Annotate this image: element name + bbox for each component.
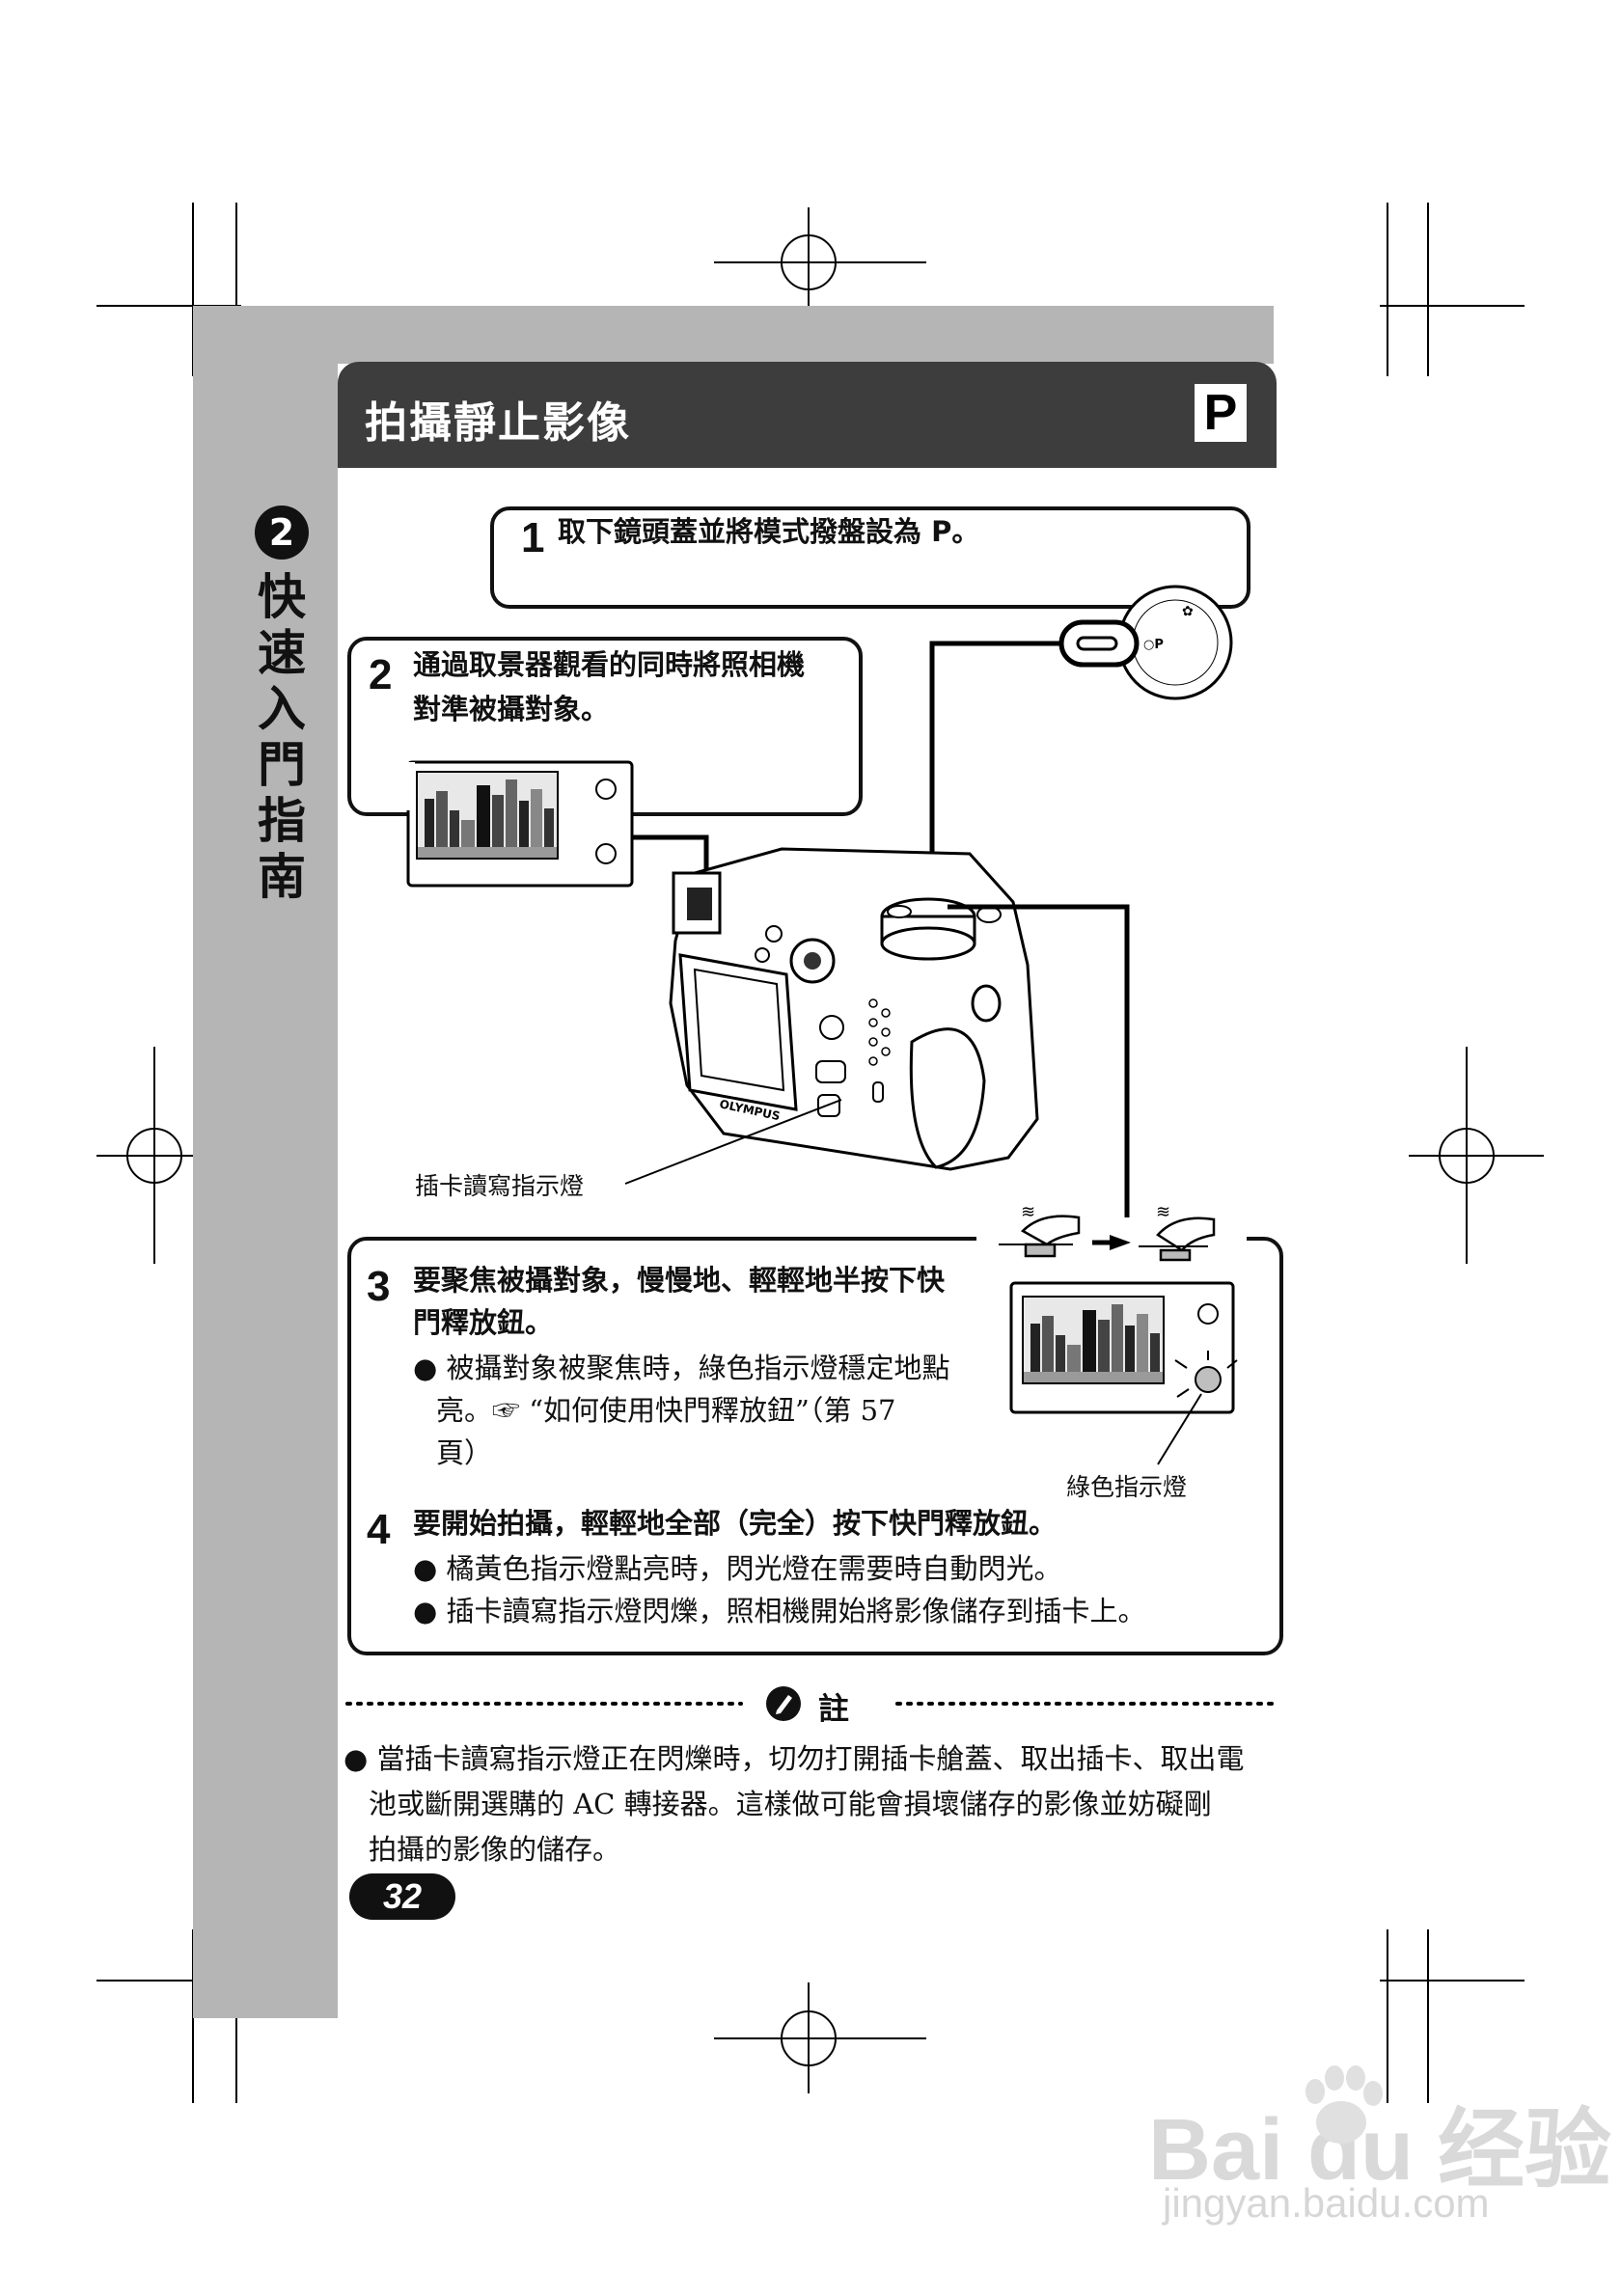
paw-icon [1288,2055,1394,2161]
note-line2: 池或斷開選購的 AC 轉接器。這樣做可能會損壞儲存的影像並妨礙剛 [369,1782,1212,1827]
page-number: 32 [349,1873,455,1920]
note-line3: 拍攝的影像的儲存。 [369,1827,620,1872]
note-line1: ● 當插卡讀寫指示燈正在閃爍時，切勿打開插卡艙蓋、取出插卡、取出電 [343,1736,1245,1782]
watermark-url: jingyan.baidu.com [1163,2180,1490,2227]
note-pencil-icon [764,1684,803,1723]
note-heading: 註 [818,1684,849,1729]
